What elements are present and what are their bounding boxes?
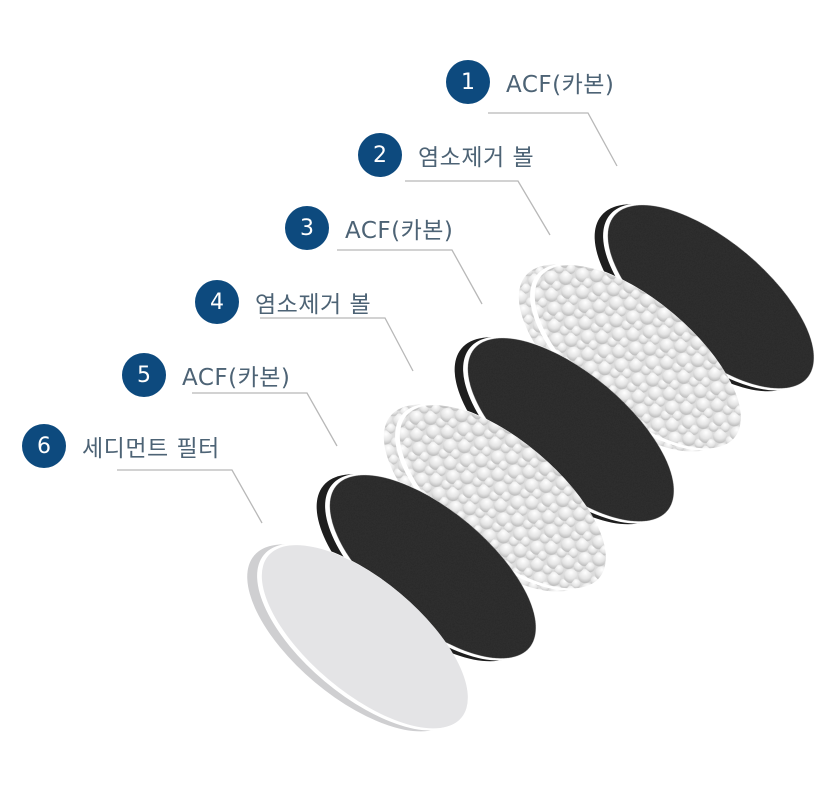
leader-line-4 bbox=[260, 317, 414, 372]
layer-label-2: 2 염소제거 볼 bbox=[358, 133, 534, 177]
layer-4-name: 염소제거 볼 bbox=[255, 292, 372, 318]
leader-line-5 bbox=[192, 392, 338, 447]
disc-5-carbon bbox=[316, 473, 536, 662]
leader-line-2 bbox=[405, 180, 551, 236]
disc-6-sediment bbox=[247, 543, 468, 732]
badge-4: 4 bbox=[195, 280, 239, 324]
badge-3: 3 bbox=[285, 206, 329, 250]
badge-1: 1 bbox=[446, 60, 490, 104]
layer-5-name: ACF(카본) bbox=[182, 365, 291, 391]
disc-1-carbon bbox=[594, 203, 814, 392]
leader-line-1 bbox=[488, 112, 618, 167]
disc-2-balls bbox=[518, 263, 741, 452]
layer-label-1: 1 ACF(카본) bbox=[446, 60, 614, 104]
layer-label-6: 6 세디먼트 필터 bbox=[22, 424, 220, 468]
layer-3-name: ACF(카본) bbox=[345, 218, 454, 244]
badge-2: 2 bbox=[358, 133, 402, 177]
layer-2-name: 염소제거 볼 bbox=[418, 145, 535, 171]
layer-label-3: 3 ACF(카본) bbox=[285, 206, 453, 250]
disc-3-carbon bbox=[454, 336, 674, 525]
leader-line-3 bbox=[337, 249, 483, 305]
badge-5: 5 bbox=[122, 353, 166, 397]
leader-line-6 bbox=[117, 469, 263, 524]
badge-6: 6 bbox=[22, 424, 66, 468]
layer-label-4: 4 염소제거 볼 bbox=[195, 280, 371, 324]
leader-lines bbox=[117, 112, 618, 524]
layer-6-name: 세디먼트 필터 bbox=[82, 436, 220, 462]
layer-1-name: ACF(카본) bbox=[506, 72, 615, 98]
disc-4-balls bbox=[383, 403, 606, 592]
layer-label-5: 5 ACF(카본) bbox=[122, 353, 290, 397]
